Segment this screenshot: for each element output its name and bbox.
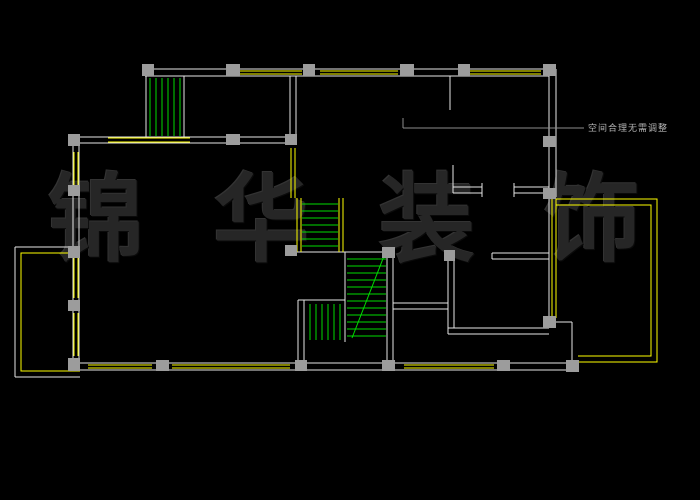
- stairs-layer: [149, 78, 386, 340]
- annotation-label: 空间合理无需调整: [588, 122, 668, 134]
- annotation-leader: [402, 118, 584, 129]
- walls-layer: [14, 68, 578, 378]
- windows-layer: [20, 70, 658, 372]
- columns-layer: [68, 64, 579, 372]
